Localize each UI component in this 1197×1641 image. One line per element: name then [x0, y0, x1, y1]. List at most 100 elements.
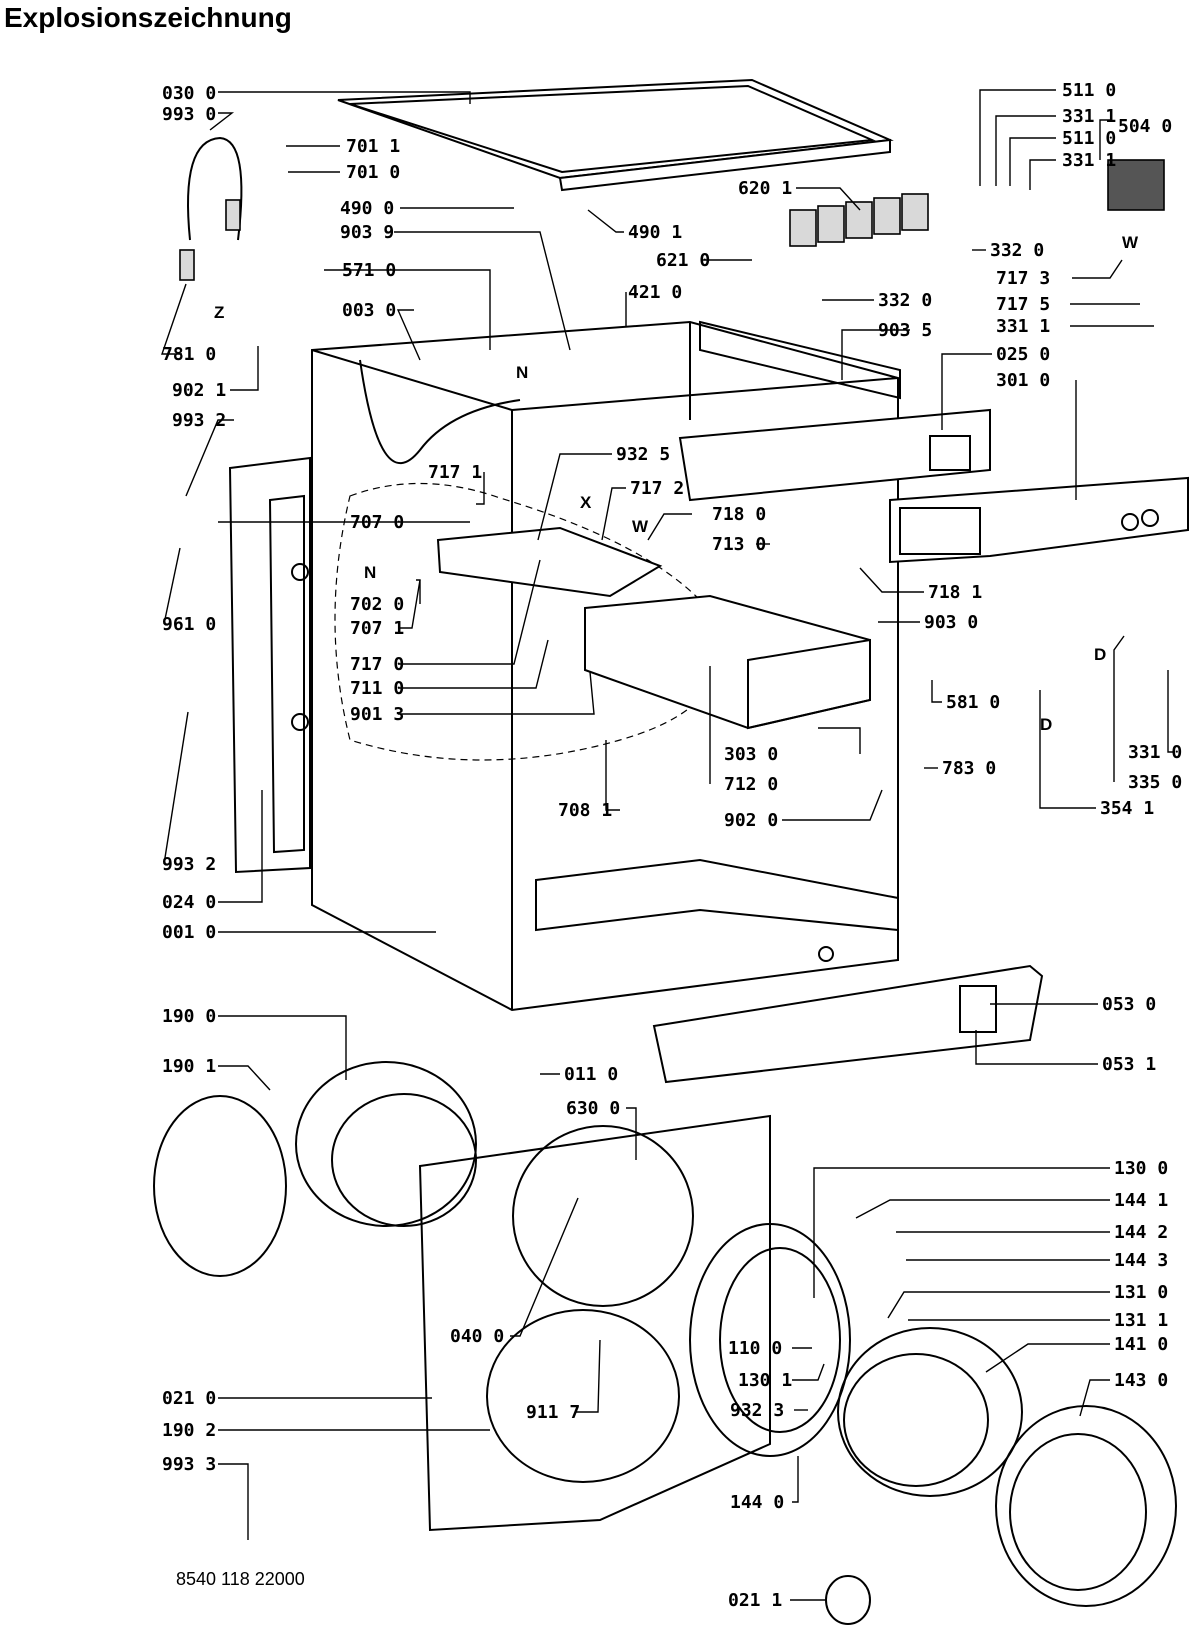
symbol-letters: N N Z X W W D D — [214, 233, 1139, 734]
callout-label: 003 0 — [342, 300, 396, 321]
callout-label: 993 2 — [162, 854, 216, 875]
leader-lines — [161, 89, 1174, 1601]
callout-label: 621 0 — [656, 250, 710, 271]
symbol-letter: W — [1122, 233, 1139, 252]
callout-label: 024 0 — [162, 892, 216, 913]
callout-label: 421 0 — [628, 282, 682, 303]
symbol-letter: D — [1040, 715, 1052, 734]
callout-label: 021 1 — [728, 1590, 782, 1611]
side-panel — [228, 456, 311, 874]
callout-label: 718 1 — [928, 582, 982, 603]
document-number: 8540 118 22000 — [176, 1569, 305, 1589]
symbol-letter: N — [516, 363, 528, 382]
callout-label: 490 0 — [340, 198, 394, 219]
callout-label: 701 1 — [346, 136, 400, 157]
callout-label: 001 0 — [162, 922, 216, 943]
callout-label: 620 1 — [738, 178, 792, 199]
callout-label: 717 5 — [996, 294, 1050, 315]
callout-label: 131 1 — [1114, 1310, 1168, 1331]
timer-module — [1107, 159, 1165, 211]
switch-modules — [789, 193, 929, 247]
symbol-letter: N — [364, 563, 376, 582]
callout-label: 303 0 — [724, 744, 778, 765]
door-ring — [689, 1223, 851, 1457]
callout-label: 712 0 — [724, 774, 778, 795]
outer-door-ring — [995, 1405, 1177, 1607]
front-panel — [418, 1114, 771, 1532]
callout-label: 993 3 — [162, 1454, 216, 1475]
callout-label: 708 1 — [558, 800, 612, 821]
callout-label: 511 0 — [1062, 80, 1116, 101]
kickplate — [652, 964, 1044, 1084]
callout-label: 504 0 — [1118, 116, 1172, 137]
callout-label: 717 3 — [996, 268, 1050, 289]
callout-label: 902 1 — [172, 380, 226, 401]
callout-label: 354 1 — [1100, 798, 1154, 819]
callout-labels: 030 0 993 0 701 1 701 0 490 0 490 1 903 … — [162, 80, 1182, 1611]
callout-label: 701 0 — [346, 162, 400, 183]
control-panel-back — [678, 408, 991, 502]
symbol-letter: Z — [214, 303, 224, 322]
callout-label: 511 0 — [1062, 128, 1116, 149]
callout-label: 040 0 — [450, 1326, 504, 1347]
callout-label: 717 0 — [350, 654, 404, 675]
callout-label: 783 0 — [942, 758, 996, 779]
callout-label: 630 0 — [566, 1098, 620, 1119]
callout-label: 702 0 — [350, 594, 404, 615]
detergent-drawer — [584, 594, 871, 730]
door-seal — [153, 1061, 477, 1277]
callout-label: 332 0 — [990, 240, 1044, 261]
callout-label: 903 5 — [878, 320, 932, 341]
callout-label: 335 0 — [1128, 772, 1182, 793]
callout-label: 717 1 — [428, 462, 482, 483]
callout-label: 190 2 — [162, 1420, 216, 1441]
symbol-letter: W — [632, 517, 649, 536]
callout-label: 961 0 — [162, 614, 216, 635]
door-knob — [825, 1575, 871, 1625]
page-title: Explosionszeichnung — [4, 2, 292, 33]
callout-label: 144 2 — [1114, 1222, 1168, 1243]
callout-label: 713 0 — [712, 534, 766, 555]
callout-label: 932 3 — [730, 1400, 784, 1421]
symbol-letter: X — [580, 493, 592, 512]
dispenser-housing — [436, 526, 663, 598]
callout-label: 902 0 — [724, 810, 778, 831]
callout-label: 331 0 — [1128, 742, 1182, 763]
callout-label: 911 7 — [526, 1402, 580, 1423]
callout-label: 718 0 — [712, 504, 766, 525]
callout-label: 901 3 — [350, 704, 404, 725]
callout-label: 717 2 — [630, 478, 684, 499]
callout-label: 490 1 — [628, 222, 682, 243]
callout-label: 030 0 — [162, 83, 216, 104]
callout-label: 993 2 — [172, 410, 226, 431]
callout-label: 903 0 — [924, 612, 978, 633]
callout-label: 781 0 — [162, 344, 216, 365]
callout-label: 141 0 — [1114, 1334, 1168, 1355]
door-glass — [837, 1327, 1023, 1497]
callout-label: 932 5 — [616, 444, 670, 465]
callout-label: 143 0 — [1114, 1370, 1168, 1391]
callout-label: 144 0 — [730, 1492, 784, 1513]
callout-label: 301 0 — [996, 370, 1050, 391]
callout-label: 571 0 — [342, 260, 396, 281]
callout-label: 053 0 — [1102, 994, 1156, 1015]
callout-label: 707 1 — [350, 618, 404, 639]
callout-label: 053 1 — [1102, 1054, 1156, 1075]
callout-label: 011 0 — [564, 1064, 618, 1085]
callout-label: 144 1 — [1114, 1190, 1168, 1211]
callout-label: 190 1 — [162, 1056, 216, 1077]
callout-label: 331 1 — [1062, 106, 1116, 127]
callout-label: 110 0 — [728, 1338, 782, 1359]
callout-label: 581 0 — [946, 692, 1000, 713]
callout-label: 903 9 — [340, 222, 394, 243]
callout-label: 130 0 — [1114, 1158, 1168, 1179]
control-panel-front — [889, 476, 1189, 564]
callout-label: 993 0 — [162, 104, 216, 125]
callout-label: 144 3 — [1114, 1250, 1168, 1271]
callout-label: 331 1 — [1062, 150, 1116, 171]
callout-label: 332 0 — [878, 290, 932, 311]
callout-label: 130 1 — [738, 1370, 792, 1391]
callout-label: 190 0 — [162, 1006, 216, 1027]
callout-label: 707 0 — [350, 512, 404, 533]
